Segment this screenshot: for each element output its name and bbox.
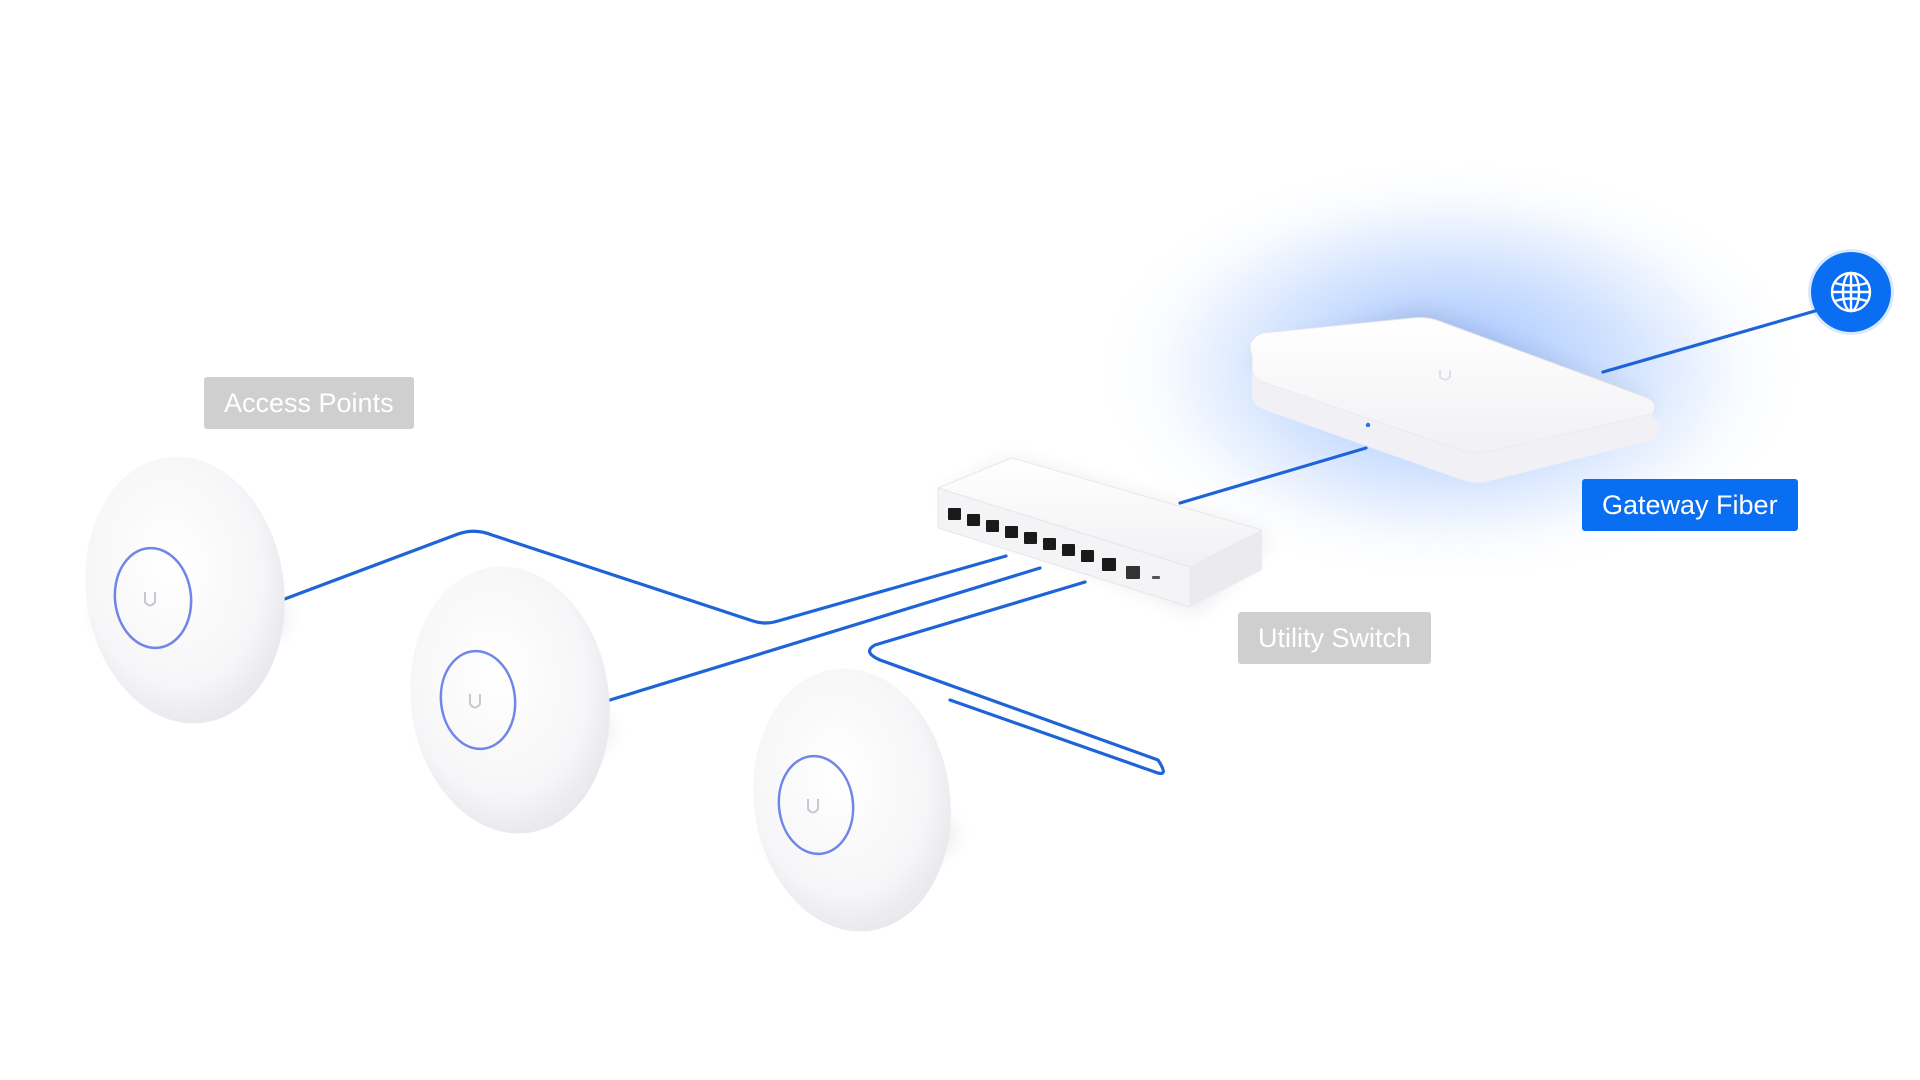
cable-ap2-switch: [608, 566, 1042, 702]
cable-ap3-switch: [868, 580, 1165, 776]
status-led: [1365, 422, 1371, 428]
access-points-label: Access Points: [204, 377, 414, 429]
access-point-1: [85, 456, 285, 724]
ubiquiti-logo-icon: [144, 592, 156, 607]
access-point-2: [410, 566, 610, 834]
ubiquiti-logo-icon: [1439, 370, 1451, 381]
gateway-fiber-label: Gateway Fiber: [1582, 479, 1798, 531]
cable-ap1-switch: [280, 529, 1008, 625]
ubiquiti-logo-icon: [469, 694, 481, 709]
access-point-3: [753, 668, 952, 932]
ubiquiti-logo-icon: [807, 799, 819, 814]
globe-icon: [1830, 271, 1872, 313]
switch-ports: [948, 508, 1160, 579]
internet-node: [1811, 252, 1891, 332]
utility-switch-device: [936, 457, 1270, 610]
cable-switch-gateway: [1178, 446, 1368, 505]
cable-gateway-internet: [1601, 309, 1817, 374]
utility-switch-label: Utility Switch: [1238, 612, 1432, 664]
gateway-fiber-device: [1248, 310, 1661, 483]
